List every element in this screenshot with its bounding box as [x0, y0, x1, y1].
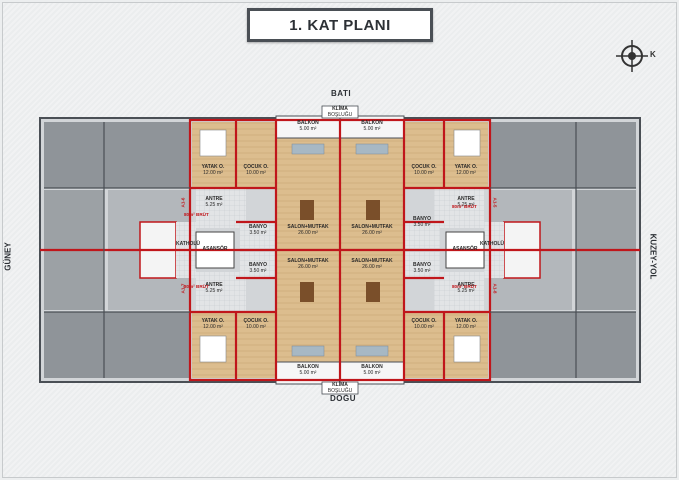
terrace-left-top — [44, 122, 190, 188]
bedroom-beds — [199, 129, 481, 363]
terrace-left-bottom — [44, 312, 190, 378]
sofa — [291, 345, 325, 357]
bed — [199, 129, 227, 157]
north-compass-icon — [616, 40, 648, 72]
room-cocuk — [404, 312, 444, 378]
direction-bottom: DOĞU — [330, 394, 356, 403]
bed — [453, 335, 481, 363]
dining-table — [300, 282, 314, 302]
outer-frame — [44, 122, 636, 378]
label-kat-holu-right: KATHOLÜ — [479, 241, 505, 247]
room-salon — [340, 250, 404, 362]
label-cocuk-tl: ÇOCUK O.10.00 m² — [243, 164, 269, 176]
room-cocuk — [404, 122, 444, 188]
flat-tag-a1-8: A1-8 — [492, 283, 498, 294]
bed — [453, 129, 481, 157]
dining-table — [300, 200, 314, 220]
sofa — [355, 345, 389, 357]
room-banyo — [404, 252, 440, 278]
sofas — [291, 143, 389, 357]
flat-area-a1-7: 80m² BRÜT — [184, 284, 209, 289]
dining-table — [366, 200, 380, 220]
flat-tag-a1-6: A1-6 — [180, 197, 186, 208]
flat-bottom-left — [192, 250, 341, 385]
terrace-right-bottom — [490, 312, 636, 378]
flat-top-left — [192, 115, 341, 250]
room-salon — [276, 138, 340, 250]
label-yatak-br: YATAK O.12.00 m² — [454, 318, 478, 330]
flat-area-a1-8: 80m² BRÜT — [452, 284, 477, 289]
dining-table — [366, 282, 380, 302]
label-cocuk-tr: ÇOCUK O.10.00 m² — [411, 164, 437, 176]
page-title: 1. KAT PLANI — [289, 16, 391, 34]
flat-area-a1-6: 80m² BRÜT — [184, 212, 209, 217]
terrace-right-top — [490, 122, 636, 188]
title-box: 1. KAT PLANI — [247, 8, 433, 42]
room-cocuk — [236, 122, 276, 188]
label-cocuk-bl: ÇOCUK O.10.00 m² — [243, 318, 269, 330]
label-kat-holu-left: KATHOLÜ — [175, 241, 201, 247]
room-banyo — [240, 222, 276, 248]
klima-boxes — [321, 105, 359, 395]
flat-area-a1-5: 80m² BRÜT — [452, 204, 477, 209]
label-cocuk-br: ÇOCUK O.10.00 m² — [411, 318, 437, 330]
klima-box-bottom — [321, 381, 359, 395]
room-cocuk — [236, 312, 276, 378]
compass-letter: K — [650, 50, 656, 59]
flat-tag-a1-5: A1-5 — [492, 197, 498, 208]
bed — [199, 335, 227, 363]
label-yatak-tr: YATAK O.12.00 m² — [454, 164, 478, 176]
flat-bottom-right — [339, 250, 488, 385]
label-yatak-tl: YATAK O.12.00 m² — [201, 164, 225, 176]
dining-tables — [300, 200, 380, 302]
direction-top: BATI — [331, 89, 352, 98]
sofa — [291, 143, 325, 155]
klima-box-top — [321, 105, 359, 119]
walls — [40, 118, 640, 382]
room-salon — [340, 138, 404, 250]
label-asansor-left: ASANSÖR — [202, 246, 228, 252]
room-banyo — [404, 222, 440, 248]
room-salon — [276, 250, 340, 362]
sofa — [355, 143, 389, 155]
label-asansor-right: ASANSÖR — [452, 246, 478, 252]
room-banyo — [240, 252, 276, 278]
label-yatak-bl: YATAK O.12.00 m² — [201, 318, 225, 330]
